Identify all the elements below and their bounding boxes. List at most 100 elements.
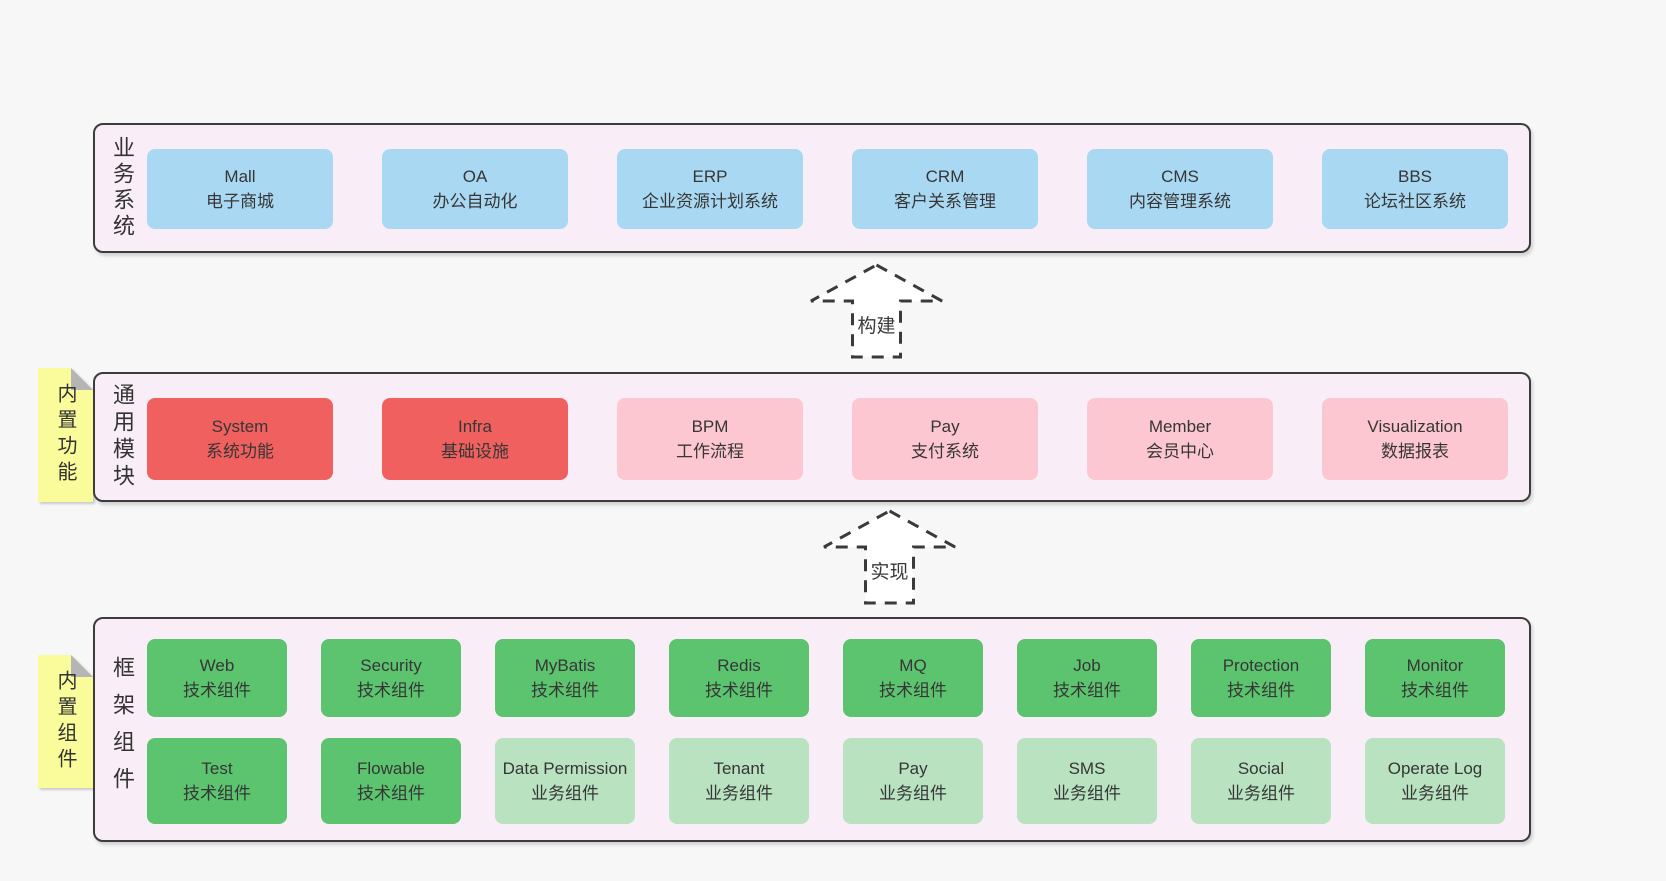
box-subtitle: 技术组件 xyxy=(879,681,947,700)
box-title: SMS xyxy=(1068,758,1106,778)
box-subtitle: 技术组件 xyxy=(183,784,251,803)
box-title: Mall xyxy=(224,166,256,186)
box-subtitle: 办公自动化 xyxy=(432,192,518,211)
box-title: CRM xyxy=(925,166,965,186)
box-subtitle: 企业资源计划系统 xyxy=(642,192,778,211)
box-subtitle: 业务组件 xyxy=(531,784,599,803)
box-crm: CRM 客户关系管理 xyxy=(852,149,1038,229)
box-title: ERP xyxy=(692,166,728,186)
box-bpm: BPM 工作流程 xyxy=(617,398,803,480)
box-monitor: Monitor 技术组件 xyxy=(1365,639,1505,717)
section-label-business: 业务系统 xyxy=(110,136,135,240)
box-title: Monitor xyxy=(1406,655,1464,675)
box-subtitle: 数据报表 xyxy=(1381,442,1449,461)
box-title: BBS xyxy=(1397,166,1433,186)
box-security: Security 技术组件 xyxy=(321,639,461,717)
box-subtitle: 支付系统 xyxy=(911,442,979,461)
box-title: Data Permission xyxy=(502,758,628,778)
box-job: Job 技术组件 xyxy=(1017,639,1157,717)
components-box-row-2: Test 技术组件 Flowable 技术组件 Data Permission … xyxy=(147,738,1505,824)
box-title: Pay xyxy=(930,416,960,436)
section-business-systems: 业务系统 Mall 电子商城 OA 办公自动化 ERP 企业资源计划系统 CRM… xyxy=(93,123,1531,253)
box-sms: SMS 业务组件 xyxy=(1017,738,1157,824)
business-box-row: Mall 电子商城 OA 办公自动化 ERP 企业资源计划系统 CRM 客户关系… xyxy=(147,149,1508,229)
box-title: Web xyxy=(199,655,235,675)
box-oa: OA 办公自动化 xyxy=(382,149,568,229)
box-flowable: Flowable 技术组件 xyxy=(321,738,461,824)
box-title: Tenant xyxy=(713,758,765,778)
box-erp: ERP 企业资源计划系统 xyxy=(617,149,803,229)
box-system: System 系统功能 xyxy=(147,398,333,480)
box-subtitle: 业务组件 xyxy=(705,784,773,803)
box-infra: Infra 基础设施 xyxy=(382,398,568,480)
box-title: Operate Log xyxy=(1387,758,1483,778)
box-subtitle: 技术组件 xyxy=(1053,681,1121,700)
arrow-build-label: 构建 xyxy=(854,311,899,338)
sticky-note-paper xyxy=(38,655,93,788)
box-subtitle: 业务组件 xyxy=(1227,784,1295,803)
arrow-build-up: 构建 xyxy=(808,262,945,360)
components-box-row-1: Web 技术组件 Security 技术组件 MyBatis 技术组件 Redi… xyxy=(147,639,1505,717)
box-visualization: Visualization 数据报表 xyxy=(1322,398,1508,480)
section-common-modules: 通用模块 System 系统功能 Infra 基础设施 BPM 工作流程 Pay… xyxy=(93,372,1531,502)
box-title: Infra xyxy=(457,416,493,436)
box-redis: Redis 技术组件 xyxy=(669,639,809,717)
section-framework-components: 框架组件 Web 技术组件 Security 技术组件 MyBatis 技术组件… xyxy=(93,617,1531,842)
box-mq: MQ 技术组件 xyxy=(843,639,983,717)
box-title: Redis xyxy=(717,655,761,675)
box-subtitle: 技术组件 xyxy=(705,681,773,700)
box-member: Member 会员中心 xyxy=(1087,398,1273,480)
modules-box-row: System 系统功能 Infra 基础设施 BPM 工作流程 Pay 支付系统… xyxy=(147,398,1508,480)
box-subtitle: 技术组件 xyxy=(1227,681,1295,700)
section-label-modules: 通用模块 xyxy=(110,383,135,491)
box-title: MQ xyxy=(899,655,927,675)
box-subtitle: 技术组件 xyxy=(357,681,425,700)
box-cms: CMS 内容管理系统 xyxy=(1087,149,1273,229)
box-tenant: Tenant 业务组件 xyxy=(669,738,809,824)
box-title: Flowable xyxy=(356,758,426,778)
box-subtitle: 业务组件 xyxy=(1053,784,1121,803)
box-subtitle: 业务组件 xyxy=(1401,784,1469,803)
sticky-note-paper xyxy=(38,368,93,502)
arrow-implement-label: 实现 xyxy=(867,557,912,584)
arrow-implement-up: 实现 xyxy=(821,508,958,606)
box-title: BPM xyxy=(691,416,729,436)
box-subtitle: 工作流程 xyxy=(676,442,744,461)
box-subtitle: 系统功能 xyxy=(206,442,274,461)
box-title: System xyxy=(211,416,269,436)
box-title: Protection xyxy=(1222,655,1300,675)
box-web: Web 技术组件 xyxy=(147,639,287,717)
box-mybatis: MyBatis 技术组件 xyxy=(495,639,635,717)
box-subtitle: 业务组件 xyxy=(879,784,947,803)
box-title: Job xyxy=(1073,655,1101,675)
sticky-note-built-in-components: 内置组件 xyxy=(38,655,93,788)
box-mall: Mall 电子商城 xyxy=(147,149,333,229)
sticky-note-label: 内置功能 xyxy=(54,383,76,487)
box-subtitle: 技术组件 xyxy=(357,784,425,803)
box-subtitle: 电子商城 xyxy=(206,192,274,211)
box-subtitle: 会员中心 xyxy=(1146,442,1214,461)
box-title: Visualization xyxy=(1367,416,1463,436)
box-subtitle: 客户关系管理 xyxy=(894,192,996,211)
box-title: Test xyxy=(201,758,233,778)
box-title: OA xyxy=(462,166,488,186)
box-subtitle: 技术组件 xyxy=(531,681,599,700)
box-title: Pay xyxy=(898,758,928,778)
sticky-note-built-in-features: 内置功能 xyxy=(38,368,93,502)
box-subtitle: 技术组件 xyxy=(1401,681,1469,700)
box-subtitle: 内容管理系统 xyxy=(1129,192,1231,211)
section-label-components: 框架组件 xyxy=(110,655,135,804)
box-operate-log: Operate Log 业务组件 xyxy=(1365,738,1505,824)
box-title: CMS xyxy=(1161,166,1199,186)
box-pay-module: Pay 支付系统 xyxy=(852,398,1038,480)
box-subtitle: 基础设施 xyxy=(441,442,509,461)
box-title: Social xyxy=(1237,758,1285,778)
box-test: Test 技术组件 xyxy=(147,738,287,824)
box-subtitle: 技术组件 xyxy=(183,681,251,700)
box-title: Member xyxy=(1148,416,1212,436)
box-protection: Protection 技术组件 xyxy=(1191,639,1331,717)
sticky-note-label: 内置组件 xyxy=(54,669,76,774)
box-title: Security xyxy=(360,655,422,675)
box-pay-component: Pay 业务组件 xyxy=(843,738,983,824)
